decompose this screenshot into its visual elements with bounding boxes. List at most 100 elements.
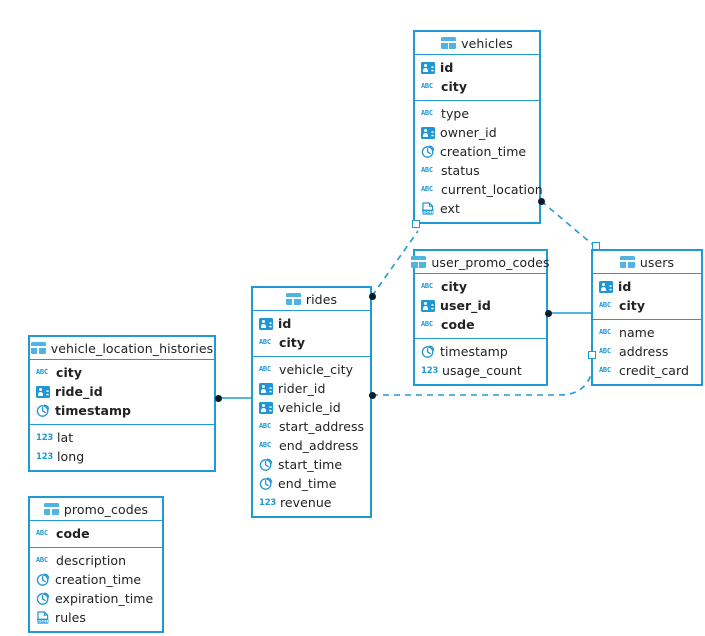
timestamp-icon	[421, 145, 435, 158]
field-row[interactable]: expiration_time	[30, 589, 162, 608]
field-row[interactable]: timestamp	[415, 342, 546, 361]
abc-icon: ABC	[259, 441, 271, 449]
field-name: id	[618, 279, 632, 294]
abc-icon: ABC	[421, 166, 433, 174]
table-header[interactable]: users	[593, 251, 701, 274]
number-icon: 123	[421, 366, 439, 376]
field-row[interactable]: owner_id	[415, 123, 539, 142]
field-name: city	[619, 298, 646, 313]
field-row[interactable]: timestamp	[30, 401, 214, 420]
field-name: code	[56, 526, 90, 541]
field-row[interactable]: creation_time	[415, 142, 539, 161]
table-header[interactable]: vehicle_location_histories	[30, 337, 214, 360]
uuid-icon	[421, 126, 435, 139]
timestamp-icon	[421, 345, 435, 358]
field-name: owner_id	[440, 125, 497, 140]
table-header[interactable]: rides	[253, 288, 370, 311]
uuid-icon	[421, 299, 435, 312]
uuid-icon	[259, 317, 273, 330]
timestamp-icon	[259, 477, 273, 490]
field-name: timestamp	[440, 344, 508, 359]
abc-icon: ABC	[36, 556, 48, 564]
field-row[interactable]: ride_id	[30, 382, 214, 401]
field-row[interactable]: ABC address	[593, 342, 701, 361]
field-row[interactable]: creation_time	[30, 570, 162, 589]
field-name: lat	[57, 430, 74, 445]
abc-icon: ABC	[599, 301, 611, 309]
field-name: id	[278, 316, 292, 331]
field-name: type	[441, 106, 470, 121]
field-row[interactable]: id	[253, 314, 370, 333]
uuid-icon	[259, 382, 273, 395]
field-row[interactable]: ABC city	[593, 296, 701, 315]
abc-icon: ABC	[36, 529, 48, 537]
field-row[interactable]: ABC type	[415, 104, 539, 123]
table-icon	[285, 293, 301, 305]
field-name: creation_time	[55, 572, 142, 587]
table-icon	[30, 342, 46, 354]
field-row[interactable]: ABC code	[30, 524, 162, 543]
field-name: current_location	[441, 182, 543, 197]
abc-icon: ABC	[421, 185, 433, 193]
abc-icon: ABC	[599, 347, 611, 355]
abc-icon: ABC	[259, 422, 271, 430]
field-row[interactable]: id	[415, 58, 539, 77]
field-row[interactable]: end_time	[253, 474, 370, 493]
field-name: address	[619, 344, 669, 359]
field-row[interactable]: rider_id	[253, 379, 370, 398]
field-row[interactable]: id	[593, 277, 701, 296]
relationship-vehicles-to-users[interactable]	[540, 200, 599, 250]
table-header[interactable]: user_promo_codes	[411, 251, 550, 274]
field-row[interactable]: start_time	[253, 455, 370, 474]
abc-icon: ABC	[421, 109, 433, 117]
edge-endpoint-dot	[214, 394, 222, 402]
uuid-icon	[36, 385, 50, 398]
field-name: rider_id	[278, 381, 326, 396]
abc-icon: ABC	[421, 282, 433, 290]
timestamp-icon	[36, 592, 50, 605]
uuid-icon	[421, 61, 435, 74]
field-row[interactable]: ABC current_location	[415, 180, 543, 199]
table-header[interactable]: promo_codes	[30, 498, 162, 521]
table-name: promo_codes	[63, 501, 149, 517]
field-row[interactable]: user_id	[415, 296, 546, 315]
table-header[interactable]: vehicles	[415, 32, 539, 55]
uuid-icon	[599, 280, 613, 293]
table-icon	[411, 256, 427, 268]
field-row[interactable]: vehicle_id	[253, 398, 370, 417]
timestamp-icon	[36, 573, 50, 586]
field-name: vehicle_city	[279, 362, 354, 377]
json-icon: JSON	[36, 611, 50, 624]
field-name: creation_time	[440, 144, 527, 159]
edge-endpoint-dot	[368, 391, 376, 399]
